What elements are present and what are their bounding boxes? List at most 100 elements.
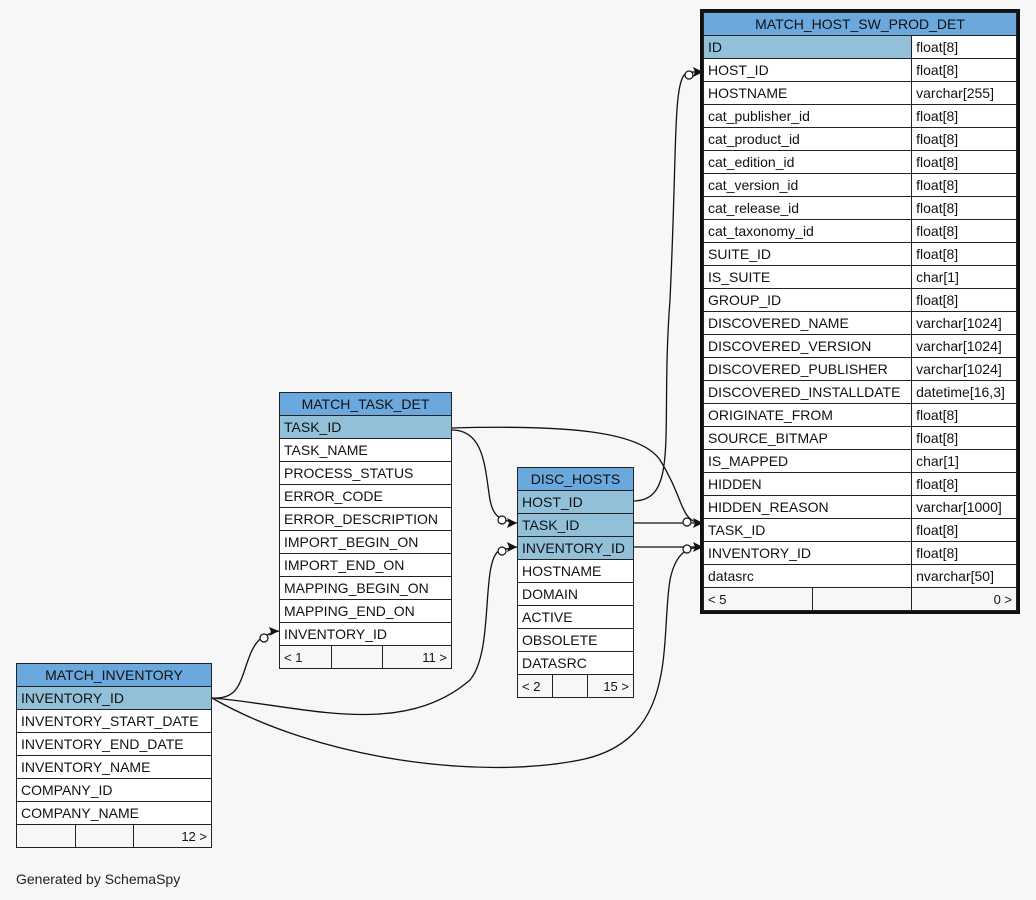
column-name[interactable]: INVENTORY_START_DATE xyxy=(16,709,212,733)
column-name[interactable]: INVENTORY_ID xyxy=(702,541,913,565)
table-row: TASK_ID xyxy=(279,415,452,439)
table-row: INVENTORY_ID xyxy=(16,686,212,710)
column-name[interactable]: datasrc xyxy=(702,564,913,588)
edge-inventory-mi-disc xyxy=(211,546,518,716)
column-name[interactable]: COMPANY_ID xyxy=(16,778,212,802)
footer-mid xyxy=(330,645,384,669)
column-type: float[8] xyxy=(911,104,1017,128)
edge-task-id-mtd-mhspd xyxy=(451,426,704,524)
column-name[interactable]: COMPANY_NAME xyxy=(16,801,212,825)
column-type: varchar[1024] xyxy=(911,311,1017,335)
column-name[interactable]: HOSTNAME xyxy=(517,559,634,583)
column-name[interactable]: DISCOVERED_PUBLISHER xyxy=(702,357,913,381)
footer-right[interactable]: 12 > xyxy=(133,824,212,848)
column-name[interactable]: GROUP_ID xyxy=(702,288,913,312)
column-type: float[8] xyxy=(911,35,1017,59)
column-name[interactable]: MAPPING_BEGIN_ON xyxy=(279,576,452,600)
column-name[interactable]: ERROR_DESCRIPTION xyxy=(279,507,452,531)
table-row: MAPPING_BEGIN_ON xyxy=(279,576,452,600)
column-name[interactable]: SOURCE_BITMAP xyxy=(702,426,913,450)
column-name[interactable]: DISCOVERED_NAME xyxy=(702,311,913,335)
footer-right[interactable]: 15 > xyxy=(586,674,635,698)
column-name[interactable]: IS_SUITE xyxy=(702,265,913,289)
table-row: ERROR_CODE xyxy=(279,484,452,508)
column-type: float[8] xyxy=(911,541,1017,565)
footer-right[interactable]: 11 > xyxy=(382,645,452,669)
column-type: varchar[1000] xyxy=(911,495,1017,519)
column-name[interactable]: cat_version_id xyxy=(702,173,913,197)
column-name[interactable]: MAPPING_END_ON xyxy=(279,599,452,623)
column-name[interactable]: HOSTNAME xyxy=(702,81,913,105)
column-name[interactable]: OBSOLETE xyxy=(517,628,634,652)
footer-left[interactable]: < 2 xyxy=(517,674,553,698)
footer-left[interactable]: < 1 xyxy=(279,645,332,669)
column-type: datetime[16,3] xyxy=(911,380,1017,404)
table-row: IMPORT_BEGIN_ON xyxy=(279,530,452,554)
column-type: float[8] xyxy=(911,518,1017,542)
column-name[interactable]: INVENTORY_ID xyxy=(16,686,212,710)
column-name[interactable]: cat_taxonomy_id xyxy=(702,219,913,243)
column-name[interactable]: TASK_ID xyxy=(279,415,452,439)
column-name[interactable]: ID xyxy=(702,35,913,59)
column-name[interactable]: TASK_ID xyxy=(702,518,913,542)
column-type: float[8] xyxy=(911,288,1017,312)
footer-right[interactable]: 0 > xyxy=(911,587,1017,611)
column-name[interactable]: INVENTORY_NAME xyxy=(16,755,212,779)
column-name[interactable]: HOST_ID xyxy=(517,490,634,514)
table-row: INVENTORY_START_DATE xyxy=(16,709,212,733)
column-name[interactable]: IS_MAPPED xyxy=(702,449,913,473)
table-row: OBSOLETE xyxy=(517,628,634,652)
column-name[interactable]: HIDDEN xyxy=(702,472,913,496)
table-row: MAPPING_END_ON xyxy=(279,599,452,623)
edge-inventory-mi-mhspd xyxy=(211,546,704,769)
column-name[interactable]: ORIGINATE_FROM xyxy=(702,403,913,427)
column-type: float[8] xyxy=(911,472,1017,496)
column-type: float[8] xyxy=(911,58,1017,82)
column-name[interactable]: SUITE_ID xyxy=(702,242,913,266)
column-name[interactable]: TASK_NAME xyxy=(279,438,452,462)
column-name[interactable]: ACTIVE xyxy=(517,605,634,629)
column-name[interactable]: DISCOVERED_VERSION xyxy=(702,334,913,358)
column-name[interactable]: DISCOVERED_INSTALLDATE xyxy=(702,380,913,404)
column-name[interactable]: DOMAIN xyxy=(517,582,634,606)
column-name[interactable]: HOST_ID xyxy=(702,58,913,82)
table-row: TASK_NAME xyxy=(279,438,452,462)
column-type: float[8] xyxy=(911,242,1017,266)
table-row: INVENTORY_ID xyxy=(517,536,634,560)
footer-left[interactable]: < 5 xyxy=(703,587,813,611)
column-name[interactable]: INVENTORY_ID xyxy=(517,536,634,560)
column-name[interactable]: DATASRC xyxy=(517,651,634,675)
column-name[interactable]: ERROR_CODE xyxy=(279,484,452,508)
column-name[interactable]: HIDDEN_REASON xyxy=(702,495,913,519)
column-type: nvarchar[50] xyxy=(911,564,1017,588)
column-name[interactable]: cat_edition_id xyxy=(702,150,913,174)
table-footer: 12 > xyxy=(16,824,212,848)
column-name[interactable]: cat_release_id xyxy=(702,196,913,220)
column-type: char[1] xyxy=(911,449,1017,473)
column-name[interactable]: cat_product_id xyxy=(702,127,913,151)
column-name[interactable]: INVENTORY_END_DATE xyxy=(16,732,212,756)
column-name[interactable]: IMPORT_BEGIN_ON xyxy=(279,530,452,554)
column-name[interactable]: INVENTORY_ID xyxy=(279,622,452,646)
footer-left[interactable] xyxy=(16,824,76,848)
column-name[interactable]: TASK_ID xyxy=(517,513,634,537)
column-name[interactable]: PROCESS_STATUS xyxy=(279,461,452,485)
column-name[interactable]: IMPORT_END_ON xyxy=(279,553,452,577)
table-footer: < 2 15 > xyxy=(517,674,635,698)
table-row: INVENTORY_NAME xyxy=(16,755,212,779)
edge-host-id xyxy=(633,71,703,502)
column-name[interactable]: cat_publisher_id xyxy=(702,104,913,128)
